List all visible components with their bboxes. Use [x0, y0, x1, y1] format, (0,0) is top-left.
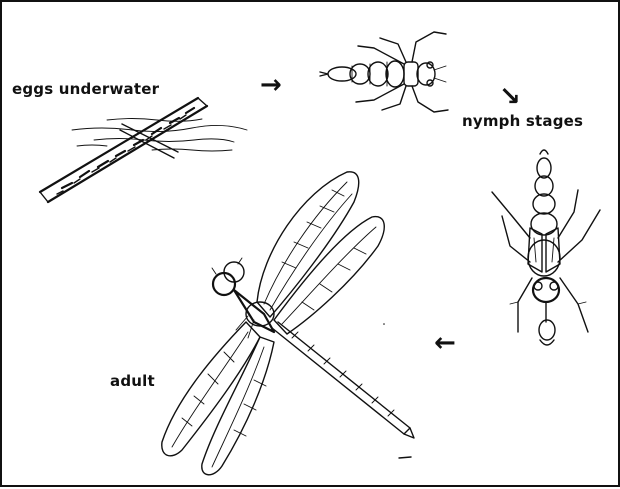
adult-dragonfly-illustration — [162, 172, 414, 475]
eggs-underwater-illustration — [40, 98, 247, 202]
label-adult: adult — [110, 372, 155, 390]
ink-dot — [383, 323, 385, 325]
arrow-nymph-down: ↘ — [499, 84, 521, 110]
arrow-eggs-to-nymph: → — [260, 72, 282, 98]
label-nymph-stages: nymph stages — [462, 112, 583, 130]
large-nymph-illustration — [492, 150, 600, 345]
ink-mark — [399, 457, 411, 458]
arrow-nymph-to-adult: ← — [434, 330, 456, 356]
label-eggs-underwater: eggs underwater — [12, 80, 159, 98]
small-nymph-illustration — [320, 32, 448, 112]
